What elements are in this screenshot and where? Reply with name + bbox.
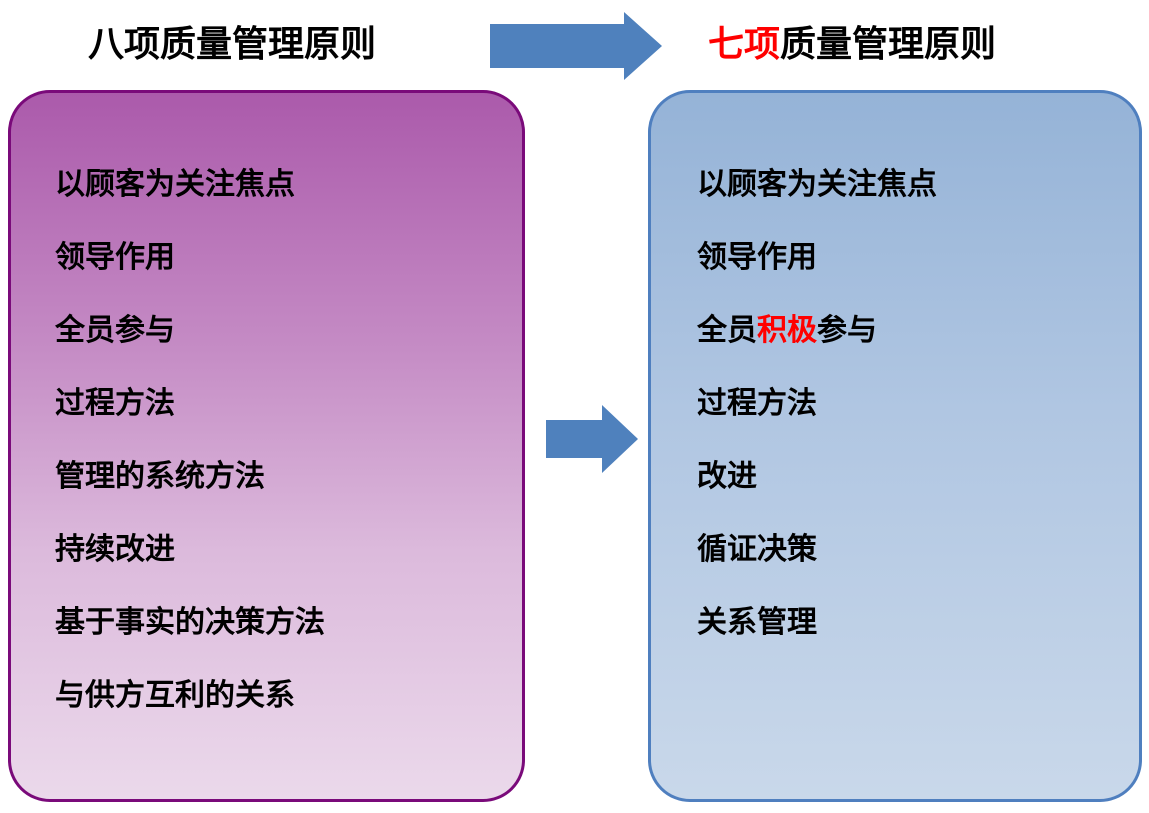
middle-arrow-icon bbox=[546, 405, 638, 473]
eight-principles-box bbox=[8, 90, 525, 802]
right-title: 七项质量管理原则 bbox=[708, 20, 996, 70]
left-item: 与供方互利的关系 bbox=[55, 678, 295, 713]
left-title: 八项质量管理原则 bbox=[88, 24, 377, 65]
left-item: 领导作用 bbox=[55, 240, 175, 275]
right-item: 循证决策 bbox=[697, 532, 817, 567]
right-item: 改进 bbox=[697, 459, 757, 494]
left-item: 全员参与 bbox=[55, 313, 175, 348]
left-item: 过程方法 bbox=[55, 386, 175, 421]
right-item-pre: 全员 bbox=[697, 313, 757, 348]
left-item: 管理的系统方法 bbox=[55, 459, 265, 494]
right-title-highlight: 七项 bbox=[708, 24, 781, 65]
right-item-highlight: 积极 bbox=[757, 313, 817, 348]
right-item: 领导作用 bbox=[697, 240, 817, 275]
top-arrow-icon bbox=[490, 12, 662, 80]
left-item: 以顾客为关注焦点 bbox=[55, 167, 295, 202]
right-item: 过程方法 bbox=[697, 386, 817, 421]
right-item: 全员积极参与 bbox=[697, 311, 877, 351]
right-item: 关系管理 bbox=[697, 605, 817, 640]
left-item: 基于事实的决策方法 bbox=[55, 605, 325, 640]
seven-principles-box bbox=[648, 90, 1142, 802]
right-item: 以顾客为关注焦点 bbox=[697, 167, 937, 202]
left-item: 持续改进 bbox=[55, 532, 175, 567]
right-item-post: 参与 bbox=[817, 313, 877, 348]
right-title-rest: 质量管理原则 bbox=[780, 24, 997, 65]
